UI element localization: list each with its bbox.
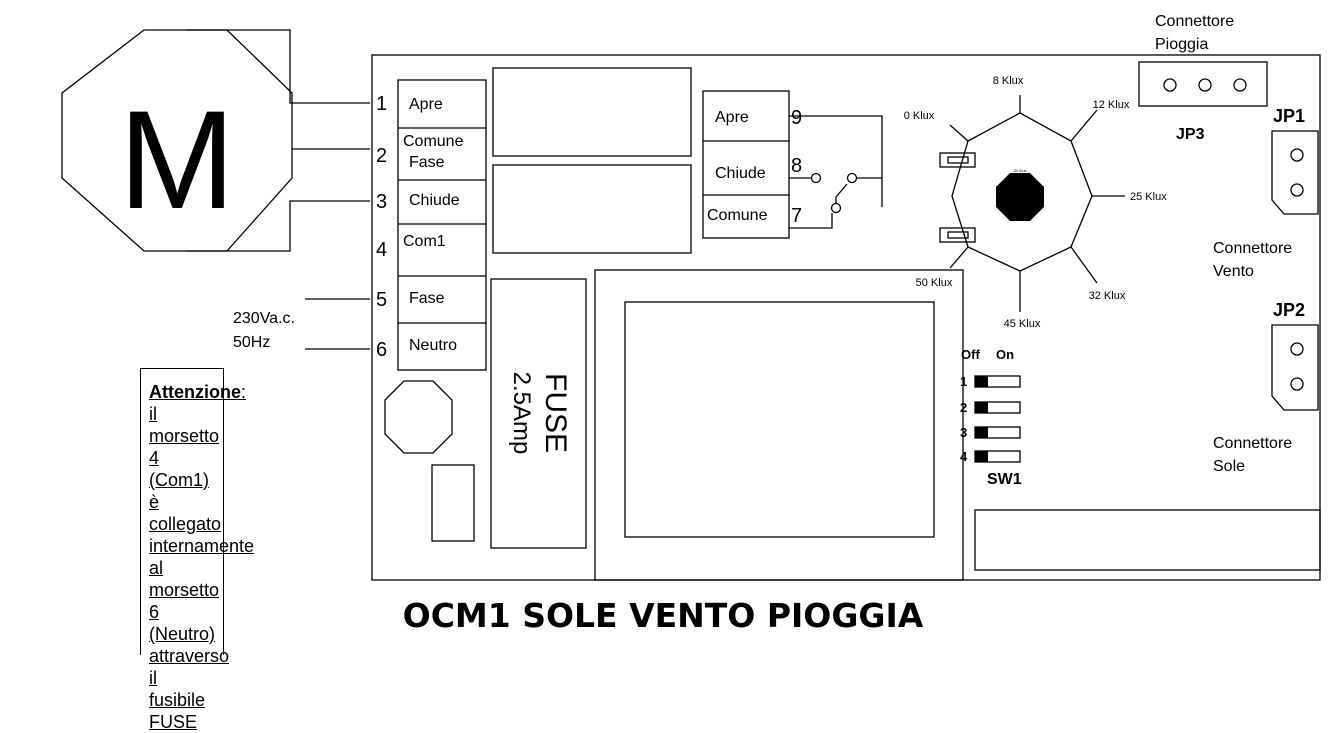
jp2-connector — [1271, 324, 1319, 411]
wind-connector-label-2: Vento — [1213, 263, 1254, 280]
relay-terminal-8-label: Chiude — [715, 165, 766, 182]
jp3-connector — [1138, 61, 1268, 107]
dip-position-2: 2 — [960, 400, 967, 415]
rain-connector-label-1: Connettore — [1155, 13, 1234, 30]
supply-frequency: 50Hz — [233, 334, 270, 351]
terminal-2-label-line1: Comune — [403, 133, 464, 150]
output-block — [974, 509, 1321, 571]
transformer-inner — [624, 301, 935, 538]
wind-connector-label-1: Connettore — [1213, 240, 1292, 257]
relay-terminal-8-number: 8 — [791, 155, 802, 177]
warning-line-6: (Neutro) — [149, 624, 216, 644]
small-component — [431, 464, 475, 542]
dip-lever-4[interactable] — [975, 451, 988, 462]
jp3-label: JP3 — [1176, 126, 1205, 143]
jp1-label: JP1 — [1273, 106, 1305, 126]
lux-mark-45: 45 Klux — [1004, 318, 1041, 330]
lux-mark-50: 50 Klux — [916, 277, 953, 289]
dip-off-label: Off — [961, 347, 980, 362]
dip-lever-2[interactable] — [975, 402, 988, 413]
terminal-4-label: Com1 — [403, 233, 446, 250]
warning-line-7: attraverso il — [149, 646, 230, 688]
terminal-1-number: 1 — [376, 93, 387, 115]
terminal-block — [397, 79, 487, 371]
sun-connector-label-1: Connettore — [1213, 435, 1292, 452]
supply-voltage: 230Va.c. — [233, 310, 295, 327]
lux-mark-8: 8 Klux — [993, 75, 1024, 87]
motor-letter: M — [119, 81, 236, 238]
jp2-label: JP2 — [1273, 300, 1305, 320]
dip-switch-name: SW1 — [987, 471, 1022, 488]
dip-position-4: 4 — [960, 449, 968, 464]
relay-upper — [492, 67, 692, 157]
dial-center-label: 25 Klux — [1013, 168, 1026, 173]
lux-mark-25: 25 Klux — [1130, 191, 1167, 203]
terminal-2-number: 2 — [376, 145, 387, 167]
warning-line-0: : il — [149, 382, 247, 424]
terminal-5-label: Fase — [409, 290, 445, 307]
fuse-rating: 2.5Amp — [508, 372, 535, 455]
terminal-3-number: 3 — [376, 191, 387, 213]
dial-switch-lower — [939, 227, 976, 243]
dip-position-3: 3 — [960, 425, 967, 440]
dip-lever-1[interactable] — [975, 376, 988, 387]
warning-line-5: morsetto 6 — [149, 580, 220, 622]
relay-lower — [492, 164, 692, 254]
fuse-label: FUSE — [539, 373, 572, 453]
terminal-5-number: 5 — [376, 289, 387, 311]
dip-position-1: 1 — [960, 374, 967, 389]
terminal-6-number: 6 — [376, 339, 387, 361]
lux-mark-0: 0 Klux — [904, 110, 935, 122]
terminal-2-label-line2: Fase — [409, 154, 445, 171]
sun-connector-label-2: Sole — [1213, 458, 1245, 475]
relay-terminal-7-number: 7 — [791, 205, 802, 227]
wire-terminal-1 — [186, 29, 370, 104]
wire-terminal-3 — [186, 200, 370, 252]
terminal-4-number: 4 — [376, 239, 387, 261]
terminal-3-label: Chiude — [409, 192, 460, 209]
warning-line-3: collegato — [149, 514, 222, 534]
capacitor-octagon — [384, 380, 453, 454]
relay-terminal-9-number: 9 — [791, 107, 802, 129]
lux-mark-12: 12 Klux — [1093, 99, 1130, 111]
warning-line-1: morsetto 4 — [149, 426, 220, 468]
rain-connector-label-2: Pioggia — [1155, 36, 1208, 53]
diagram-title: OCM1 SOLE VENTO PIOGGIA — [403, 596, 924, 635]
warning-heading: Attenzione — [149, 382, 241, 402]
warning-line-2: (Com1) è — [149, 470, 210, 512]
relay-terminal-9-label: Apre — [715, 109, 749, 126]
relay-terminal-7-label: Comune — [707, 207, 768, 224]
dip-on-label: On — [996, 347, 1014, 362]
lux-mark-32: 32 Klux — [1089, 290, 1126, 302]
transformer-outer — [594, 269, 964, 581]
terminal-1-label: Apre — [409, 96, 443, 113]
dial-switch-upper — [939, 152, 976, 168]
relay-terminal-block — [702, 90, 790, 239]
wiring-diagram: M 1 2 3 4 5 6 Apre Comune Fase Chiude Co… — [61, 13, 1321, 635]
dip-lever-3[interactable] — [975, 427, 988, 438]
lux-potentiometer-knob[interactable] — [996, 173, 1044, 221]
fuse-holder — [490, 278, 587, 549]
warning-note: Attenzione: il morsetto 4 (Com1) è colle… — [140, 368, 254, 732]
terminal-6-label: Neutro — [409, 337, 457, 354]
warning-line-8: fusibile FUSE — [149, 690, 206, 732]
jp1-connector — [1271, 130, 1319, 215]
warning-line-4: internamente al — [149, 536, 255, 578]
